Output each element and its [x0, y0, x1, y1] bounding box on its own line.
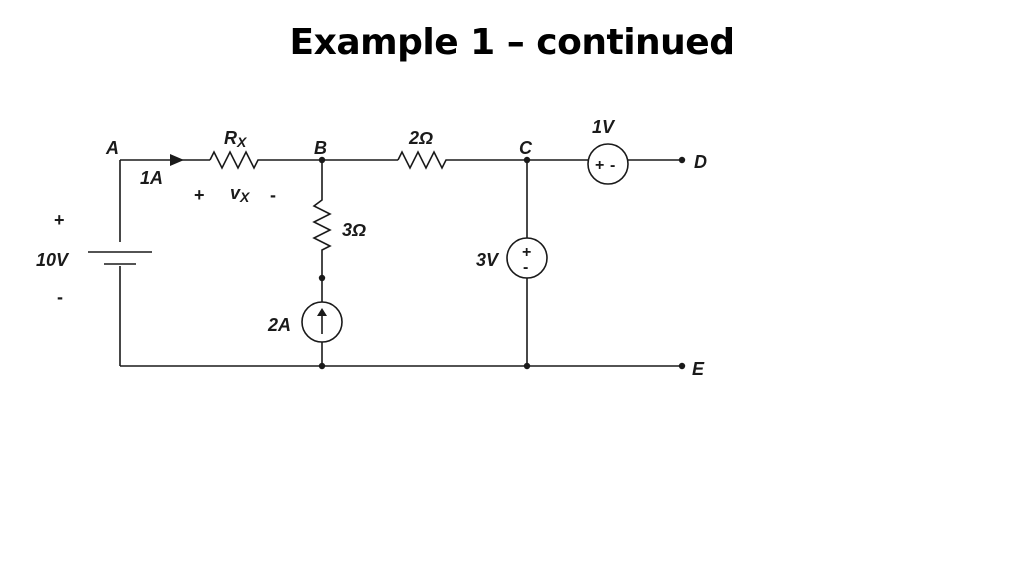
resistor-2ohm-label: 2Ω: [408, 128, 433, 148]
source-1v-minus: -: [610, 157, 615, 174]
junction-dots: [318, 156, 686, 370]
node-label-d: D: [694, 152, 707, 172]
voltage-source-3v: [506, 237, 548, 279]
junction-dot: [318, 362, 326, 370]
current-arrow-1a: [170, 154, 184, 166]
node-label-e: E: [692, 359, 705, 379]
source-3v-plus: +: [522, 244, 531, 261]
voltage-source-1v: [587, 143, 629, 185]
vx-label-sub: X: [239, 189, 251, 205]
battery-plus-sign: +: [54, 210, 65, 230]
node-label-a: A: [105, 138, 119, 158]
source-1v-label: 1V: [592, 117, 616, 137]
terminal-dot-d: [678, 156, 686, 164]
node-label-c: C: [519, 138, 533, 158]
source-3v-minus: -: [523, 259, 528, 276]
battery-symbol: [88, 251, 152, 265]
battery-minus-sign: -: [57, 287, 63, 307]
battery-label: 10V: [36, 250, 70, 270]
resistor-rx-label-main: R: [224, 128, 237, 148]
vx-label-main: v: [230, 183, 241, 203]
current-label-1a: 1A: [140, 168, 163, 188]
junction-dot: [318, 274, 326, 282]
vx-minus-sign: -: [270, 185, 276, 205]
resistor-rx-label-sub: X: [236, 134, 248, 150]
circuit-wires: [119, 159, 682, 367]
vx-plus-sign: +: [194, 185, 205, 205]
resistor-3ohm-label: 3Ω: [342, 220, 366, 240]
resistor-3ohm: [312, 195, 332, 256]
terminal-dot-e: [678, 362, 686, 370]
junction-dot: [523, 362, 531, 370]
node-label-b: B: [314, 138, 327, 158]
vx-label: vX: [230, 183, 251, 205]
resistor-rx: [209, 150, 262, 170]
source-3v-label: 3V: [476, 250, 500, 270]
junction-dot: [523, 156, 531, 164]
slide-title: Example 1 – continued: [289, 22, 735, 63]
source-1v-plus: +: [595, 157, 604, 174]
current-source-2a: [301, 301, 343, 343]
junction-dot: [318, 156, 326, 164]
resistor-rx-label: RX: [224, 128, 248, 150]
current-source-label: 2A: [267, 315, 291, 335]
resistor-2ohm: [397, 150, 450, 170]
